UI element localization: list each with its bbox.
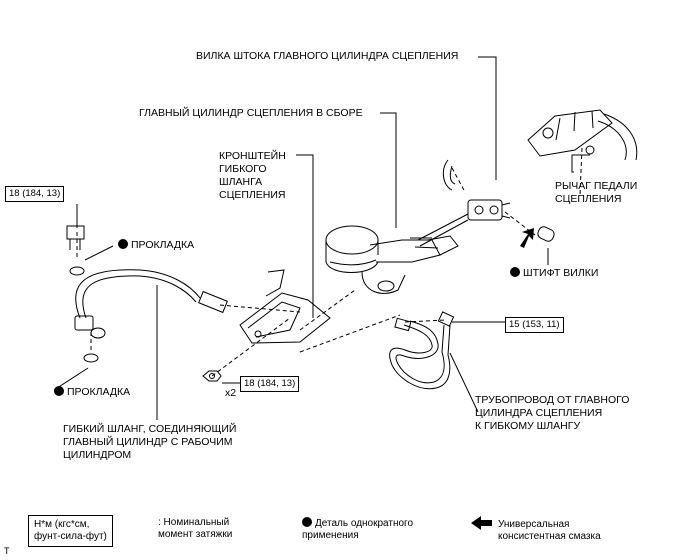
brake-tube (389, 311, 455, 390)
cotter-clip (442, 159, 456, 191)
torque-box-nut: 18 (184, 13) (240, 376, 300, 392)
legend-unit-description: : Номинальный момент затяжки (158, 517, 233, 540)
assembly-dashed-lines (76, 147, 583, 377)
label-qty-x2: x2 (225, 387, 237, 399)
label-gasket-bottom: ПРОКЛАДКА (54, 386, 130, 399)
label-master-cylinder: ГЛАВНЫЙ ЦИЛИНДР СЦЕПЛЕНИЯ В СБОРЕ (139, 107, 363, 119)
legend-unit-box: Н*м (кгс*см, фунт-сила-фут) (28, 515, 113, 547)
clevis-fork (417, 199, 511, 247)
nut (202, 370, 222, 382)
leader-lines (53, 56, 590, 420)
legend-grease: Универсальная консистентная смазка (498, 519, 601, 542)
label-fork: ВИЛКА ШТОКА ГЛАВНОГО ЦИЛИНДРА СЦЕПЛЕНИЯ (196, 50, 459, 62)
torque-box-tube-nut: 15 (153, 11) (505, 317, 564, 333)
corner-mark: T (4, 546, 10, 556)
gasket-top-washer (69, 266, 85, 276)
label-hose-bracket: КРОНШТЕЙН ГИБКОГО ШЛАНГА СЦЕПЛЕНИЯ (219, 150, 286, 201)
union-bolt (66, 225, 85, 250)
label-gasket-top: ПРОКЛАДКА (118, 239, 194, 252)
label-fork-pin: ШТИФТ ВИЛКИ (510, 267, 598, 280)
clutch-pedal-lever (527, 109, 638, 161)
label-tube: ТРУБОПРОВОД ОТ ГЛАВНОГО ЦИЛИНДРА СЦЕПЛЕН… (475, 394, 630, 432)
torque-box-bolt: 18 (184, 13) (5, 186, 65, 202)
master-cylinder (325, 225, 459, 294)
legend-single-use: Деталь однократного применения (302, 518, 414, 541)
fork-pin (537, 226, 555, 242)
label-pedal-lever: РЫЧАГ ПЕДАЛИ СЦЕПЛЕНИЯ (555, 180, 638, 205)
legend-grease-arrow (471, 516, 492, 530)
label-flexible-hose: ГИБКИЙ ШЛАНГ, СОЕДИНЯЮЩИЙ ГЛАВНЫЙ ЦИЛИНД… (63, 423, 237, 461)
grease-arrow (520, 228, 534, 248)
gasket-bottom-washer (83, 353, 99, 363)
hose-bracket (239, 269, 331, 344)
flexible-hose (74, 269, 228, 339)
